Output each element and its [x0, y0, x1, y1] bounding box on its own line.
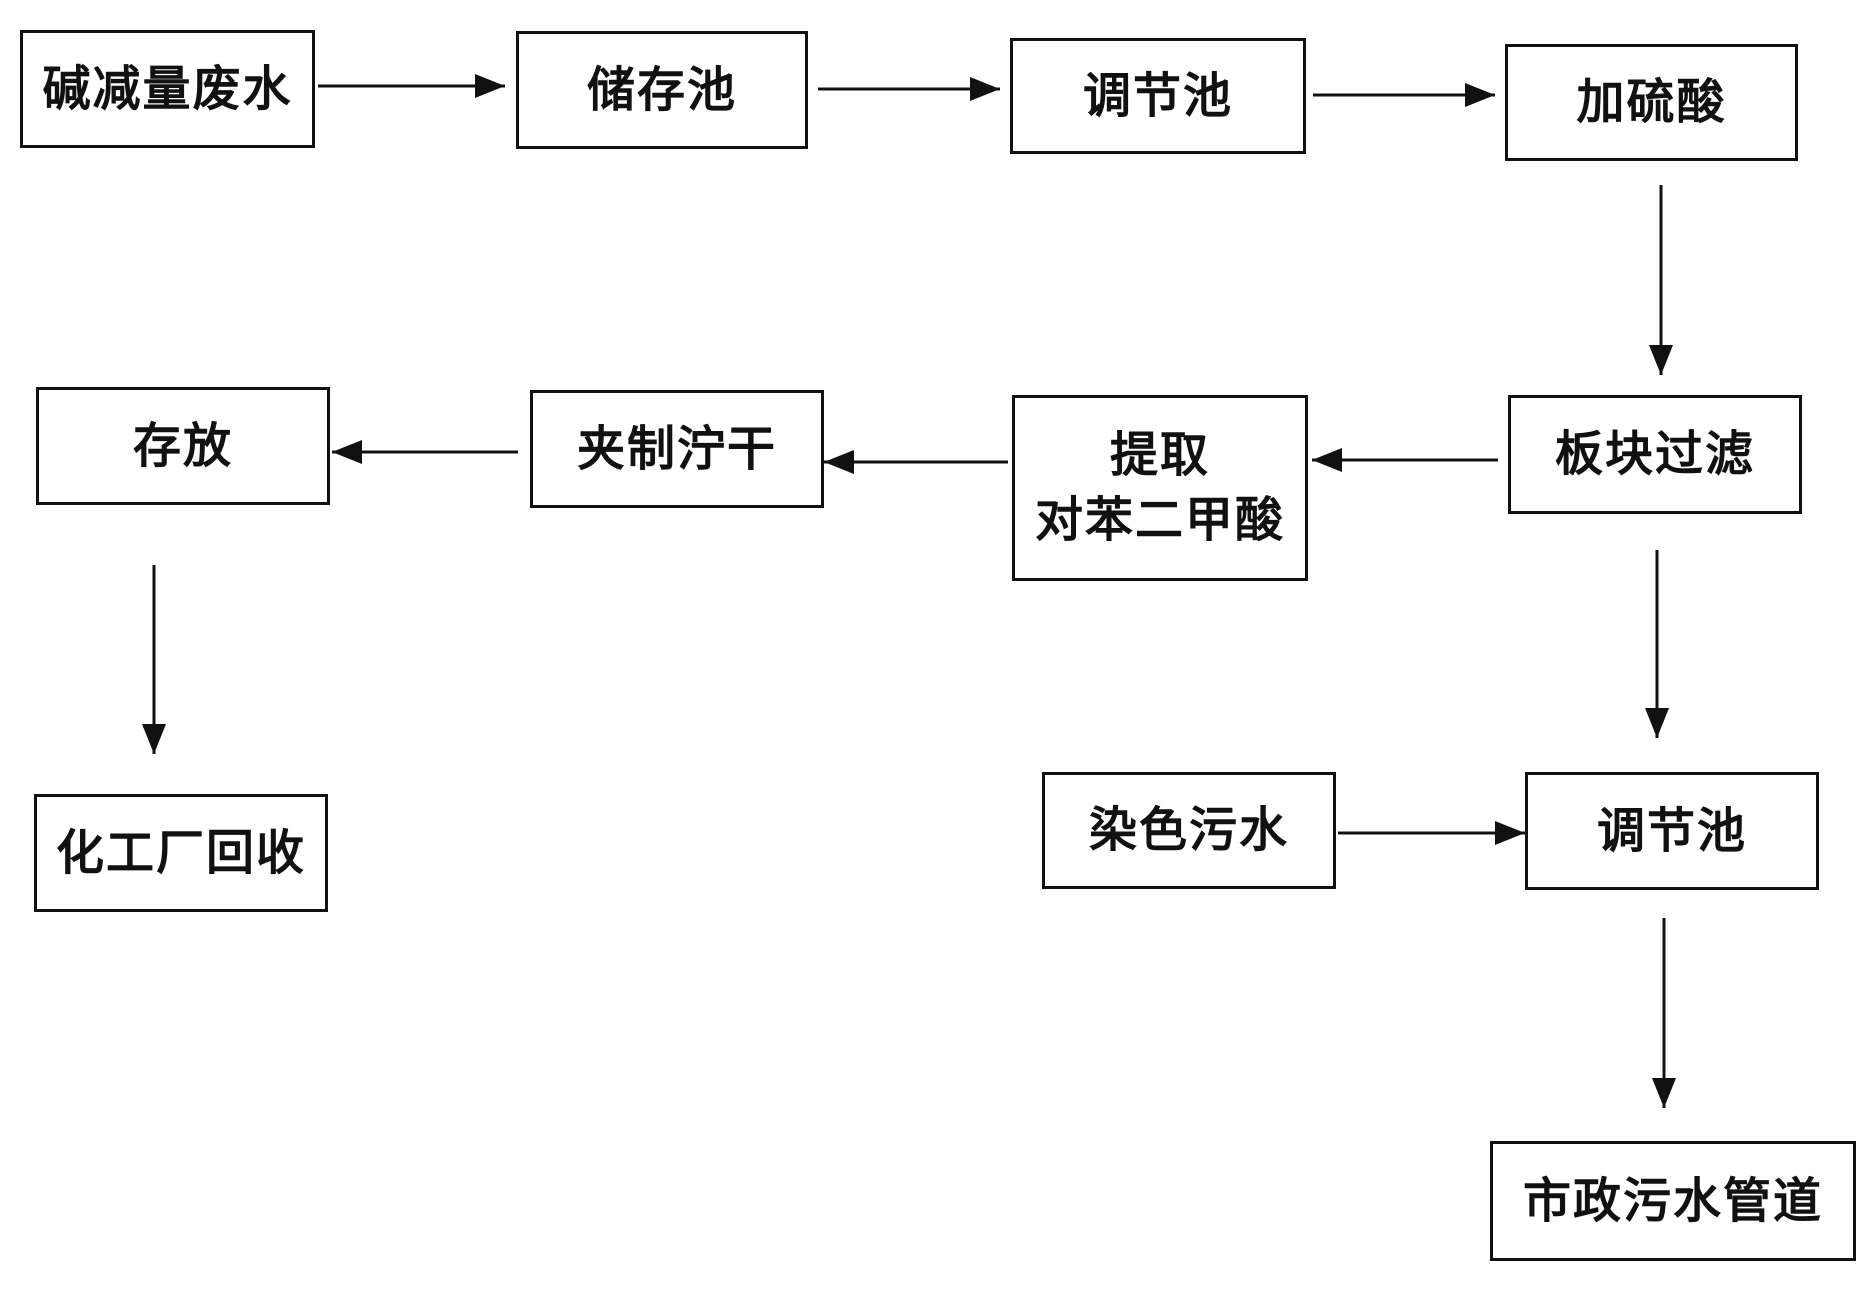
node-label: 染色污水 — [1088, 802, 1289, 859]
node-plate-filtration: 板块过滤 — [1508, 395, 1802, 514]
node-label: 存放 — [132, 417, 233, 474]
node-label: 加硫酸 — [1576, 74, 1727, 131]
node-chemical-plant-recycle: 化工厂回收 — [34, 794, 328, 912]
node-dyeing-wastewater: 染色污水 — [1042, 772, 1336, 889]
node-storage: 存放 — [36, 387, 330, 505]
node-label: 化工厂回收 — [55, 824, 306, 881]
node-label-line1: 提取 — [1109, 427, 1210, 484]
node-add-sulfuric-acid: 加硫酸 — [1505, 44, 1798, 161]
node-label: 碱减量废水 — [42, 60, 293, 117]
node-municipal-sewer: 市政污水管道 — [1490, 1141, 1856, 1261]
node-label-line2: 对苯二甲酸 — [1034, 492, 1285, 548]
node-label: 夹制泞干 — [576, 420, 777, 477]
node-adjust-pool-1: 调节池 — [1010, 38, 1306, 154]
node-label: 板块过滤 — [1554, 426, 1755, 483]
node-alkali-wastewater: 碱减量废水 — [20, 30, 315, 148]
node-press-sludge-dry: 夹制泞干 — [530, 390, 824, 508]
node-adjust-pool-2: 调节池 — [1525, 772, 1819, 890]
node-label: 调节池 — [1596, 802, 1747, 859]
node-extract-terephthalic-acid: 提取 对苯二甲酸 — [1012, 395, 1308, 581]
node-label: 市政污水管道 — [1522, 1172, 1823, 1229]
node-label: 调节池 — [1082, 67, 1233, 124]
node-storage-pool: 储存池 — [516, 31, 808, 149]
node-label: 储存池 — [586, 61, 737, 118]
